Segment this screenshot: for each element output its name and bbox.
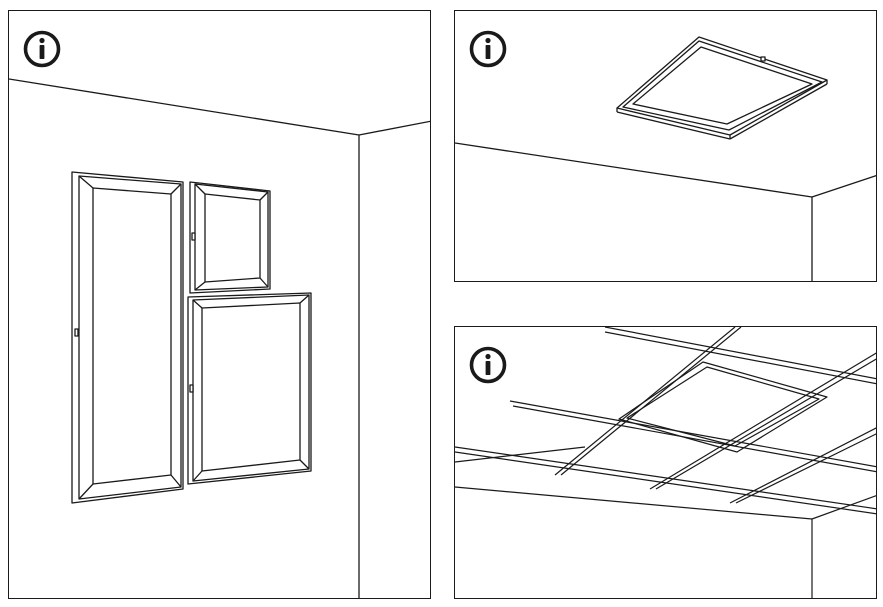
panel-surface-mounted <box>454 10 877 282</box>
wall-scene-illustration <box>9 78 430 598</box>
ceiling-scene-illustration <box>455 36 876 281</box>
info-icon <box>23 30 61 68</box>
panel-grid-recessed <box>454 326 877 599</box>
panel-wall-mounted <box>8 10 431 599</box>
grid-ceiling-illustration <box>455 327 876 598</box>
info-icon <box>469 30 507 68</box>
info-icon <box>469 346 507 384</box>
